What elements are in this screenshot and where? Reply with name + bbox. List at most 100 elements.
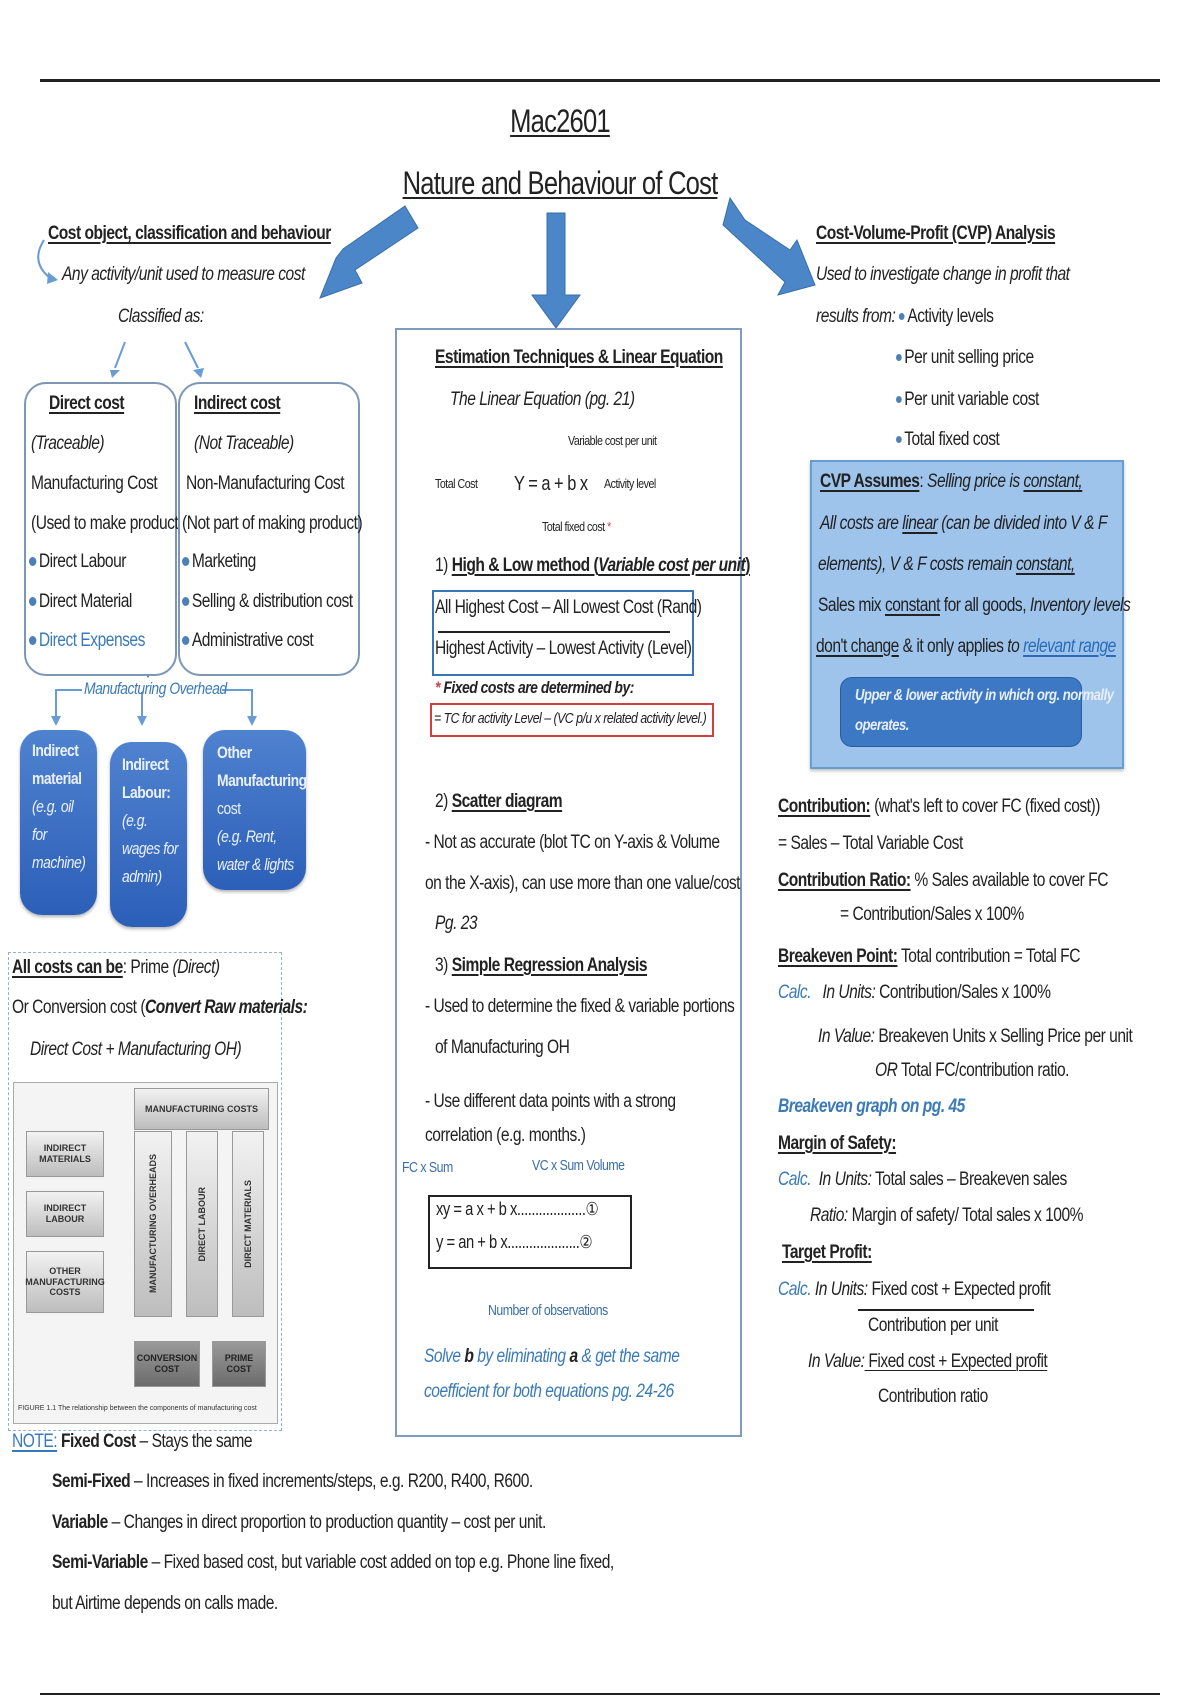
overhead-box-other-manufacturing: Other Manufacturing cost (e.g. Rent, wat… (203, 730, 307, 890)
regression-line: - Used to determine the fixed & variable… (425, 996, 735, 1017)
figure-conversion-cost: CONVERSION COST (134, 1341, 200, 1387)
margin-units: Calc. In Units: Total sales – Breakeven … (778, 1169, 1067, 1190)
cvp-assume-line: elements), V & F costs remain constant, (818, 554, 1075, 575)
arrow-right-icon (722, 196, 816, 296)
bullet-icon (182, 597, 190, 607)
curve-arrow-icon (37, 239, 51, 279)
note-line: NOTE: Fixed Cost – Stays the same (12, 1431, 253, 1452)
regression-line: of Manufacturing OH (435, 1037, 570, 1058)
high-low-numerator: All Highest Cost – All Lowest Cost (Rand… (435, 597, 702, 618)
classified-as-label: Classified as: (118, 306, 204, 327)
regression-solve: Solve b by eliminating a & get the same (424, 1346, 680, 1367)
cvp-assume-line: don't change & it only applies to releva… (816, 636, 1116, 657)
estimation-heading: Estimation Techniques & Linear Equation (435, 347, 723, 368)
regression-equations-box (428, 1195, 632, 1269)
regression-line: - Use different data points with a stron… (425, 1091, 676, 1112)
target-value: In Value: Fixed cost + Expected profit (808, 1351, 1048, 1372)
arrow-left-icon (319, 205, 419, 299)
overhead-box-indirect-labour: Indirect Labour: (e.g. wages for admin) (110, 742, 187, 927)
ratio-formula: = Contribution/Sales x 100% (840, 904, 1024, 925)
high-low-denominator: Highest Activity – Lowest Activity (Leve… (435, 638, 692, 659)
classify-arrow-left-icon (114, 341, 126, 369)
linear-equation: Y = a + b x (514, 473, 588, 495)
ratio-line: Contribution Ratio: % Sales available to… (778, 870, 1108, 891)
figure-prime-cost: PRIME COST (212, 1341, 266, 1387)
relevant-range-note: Upper & lower activity in which org. nor… (840, 677, 1114, 747)
high-low-formula-box (432, 590, 694, 676)
left-heading: Cost object, classification and behaviou… (48, 223, 331, 244)
label-variable-cost: Variable cost per unit (568, 433, 657, 448)
cvp-heading: Cost-Volume-Profit (CVP) Analysis (816, 223, 1056, 244)
breakeven-value: In Value: Breakeven Units x Selling Pric… (818, 1026, 1133, 1047)
figure-col-overheads: MANUFACTURING OVERHEADS (134, 1131, 172, 1317)
indirect-cost-title: Indirect cost (194, 393, 281, 414)
label-vc-sum: VC x Sum Volume (532, 1157, 625, 1174)
direct-item: Direct Material (29, 592, 132, 611)
target-units-den: Contribution per unit (868, 1315, 998, 1336)
figure-indirect-labour: INDIRECT LABOUR (26, 1191, 104, 1237)
direct-cost-sub: (Traceable) (31, 433, 105, 454)
breakeven-or: OR Total FC/contribution ratio. (875, 1060, 1070, 1081)
linear-equation-subheading: The Linear Equation (pg. 21) (450, 389, 635, 410)
target-fraction-bar (858, 1309, 1034, 1311)
bullet-icon (182, 557, 190, 567)
scatter-line: on the X-axis), can use more than one va… (425, 873, 741, 894)
high-low-title: 1) High & Low method (Variable cost per … (435, 555, 750, 576)
fixed-costs-label: * Fixed costs are determined by: (435, 678, 634, 697)
conversion-formula: Direct Cost + Manufacturing OH) (30, 1039, 242, 1060)
label-total-fixed-cost: Total fixed cost * (542, 519, 611, 534)
label-total-cost: Total Cost (435, 476, 478, 491)
figure-other-manufacturing: OTHER MANUFACTURING COSTS (25, 1251, 105, 1313)
bottom-rule (40, 1693, 1160, 1695)
bullet-icon (182, 636, 190, 646)
scatter-line: - Not as accurate (blot TC on Y-axis & V… (425, 832, 720, 853)
bullet-icon (899, 313, 905, 321)
bullet-icon (29, 636, 37, 646)
breakeven-units: Calc. In Units: Contribution/Sales x 100… (778, 982, 1051, 1003)
cvp-assumes-panel: Upper & lower activity in which org. nor… (810, 460, 1124, 769)
bullet-icon (29, 557, 37, 567)
direct-item: Direct Expenses (29, 631, 145, 650)
cvp-factor: Total fixed cost (896, 430, 1000, 449)
cvp-assume-line: Sales mix constant for all goods, Invent… (818, 595, 1131, 616)
margin-ratio: Ratio: Margin of safety/ Total sales x 1… (810, 1205, 1084, 1226)
target-units: Calc. In Units: Fixed cost + Expected pr… (778, 1279, 1051, 1300)
cvp-intro: Used to investigate change in profit tha… (816, 264, 1070, 285)
note-label: NOTE: (12, 1431, 58, 1452)
manufacturing-overhead-label: Manufacturing Overhead (84, 679, 227, 698)
page-title: Nature and Behaviour of Cost (402, 165, 719, 201)
direct-cost-type: Manufacturing Cost (31, 473, 158, 494)
cvp-assume-line: All costs are linear (can be divided int… (820, 513, 1107, 534)
scatter-title: 2) Scatter diagram (435, 791, 563, 812)
regression-line: correlation (e.g. months.) (425, 1125, 586, 1146)
indirect-cost-card: Indirect cost (Not Traceable) Non-Manufa… (178, 382, 363, 676)
figure-col-direct-materials: DIRECT MATERIALS (232, 1131, 264, 1317)
note-line: Semi-Variable – Fixed based cost, but va… (52, 1552, 614, 1573)
manufacturing-cost-figure: MANUFACTURING COSTS INDIRECT MATERIALS I… (13, 1082, 278, 1424)
all-costs-line: All costs can be: Prime (Direct) (12, 957, 220, 978)
label-activity-level: Activity level (604, 476, 656, 491)
direct-item: Direct Labour (29, 552, 126, 571)
label-fc-sum: FC x Sum (402, 1159, 453, 1176)
cvp-factor: Per unit selling price (896, 348, 1034, 367)
all-costs-panel (8, 952, 282, 1431)
course-code: Mac2601 (510, 103, 611, 139)
classify-arrow-right-icon (184, 341, 199, 369)
breakeven-graph-ref: Breakeven graph on pg. 45 (778, 1096, 965, 1117)
cvp-factor-line: results from: Activity levels (816, 306, 994, 327)
direct-cost-title: Direct cost (49, 393, 125, 414)
regression-title: 3) Simple Regression Analysis (435, 955, 648, 976)
regression-solve-2: coefficient for both equations pg. 24-26 (424, 1381, 674, 1402)
breakeven-line: Breakeven Point: Total contribution = To… (778, 946, 1080, 967)
fixed-formula: = TC for activity Level – (VC p/u x rela… (434, 710, 707, 727)
bullet-icon (896, 436, 902, 444)
note-line: Variable – Changes in direct proportion … (52, 1512, 546, 1533)
arrow-down-icon (531, 212, 581, 329)
fraction-bar (438, 631, 670, 633)
cvp-factor: Per unit variable cost (896, 390, 1039, 409)
indirect-item: Administrative cost (182, 631, 314, 650)
direct-cost-card: Direct cost (Traceable) Manufacturing Co… (24, 382, 183, 676)
margin-heading: Margin of Safety: (778, 1133, 897, 1154)
contribution-line: Contribution: (what's left to cover FC (… (778, 796, 1100, 817)
bullet-icon (29, 597, 37, 607)
